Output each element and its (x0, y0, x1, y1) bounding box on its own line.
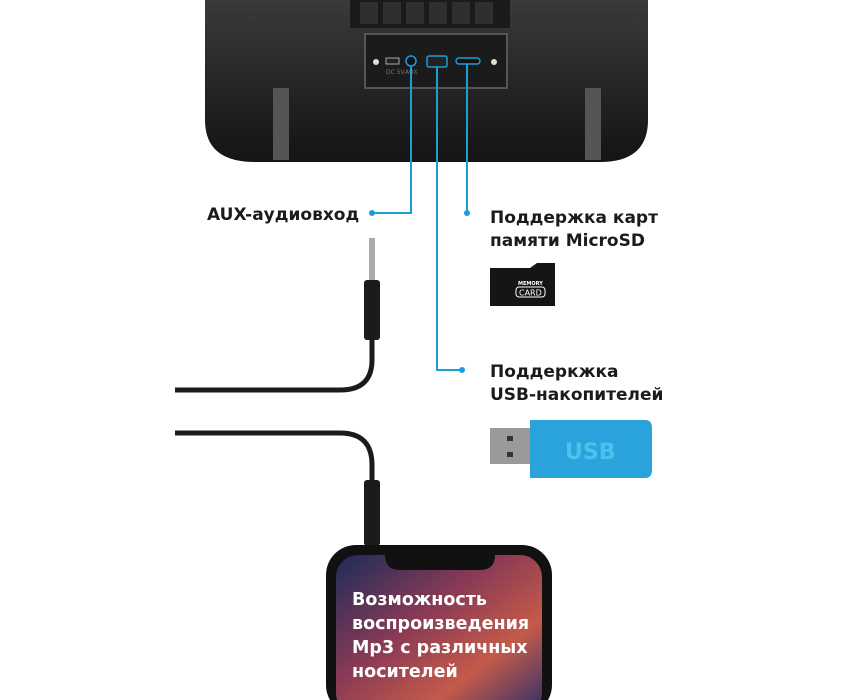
microsd-card: MEMORY CARD (490, 263, 555, 306)
usb-stick: USB (490, 420, 652, 478)
label-microsd-line1: Поддержка карт (490, 208, 658, 228)
phone-caption-line4: носителей (352, 662, 458, 682)
aux-cable (175, 238, 380, 546)
label-usb-line2: USB-накопителей (490, 385, 664, 405)
port-label-dc: DC 5V (386, 69, 406, 76)
phone-caption: Возможность воспроизведения Mp3 с различ… (352, 588, 529, 684)
smartphone (326, 545, 552, 700)
usb-stick-text: USB (565, 440, 615, 465)
card-text-top: MEMORY (518, 281, 543, 287)
phone-caption-line3: Mp3 с различных (352, 638, 528, 658)
port-panel: DC 5V AUX (373, 55, 497, 76)
label-microsd-line2: памяти MicroSD (490, 231, 645, 251)
phone-caption-line1: Возможность (352, 590, 487, 610)
phone-caption-line2: воспроизведения (352, 614, 530, 634)
card-text-bottom: CARD (519, 289, 542, 298)
callout-lines (372, 64, 468, 371)
speaker (205, 0, 648, 162)
label-aux-input: AUX-аудиовход (207, 205, 360, 225)
label-usb-line1: Поддеркжка (490, 362, 619, 382)
